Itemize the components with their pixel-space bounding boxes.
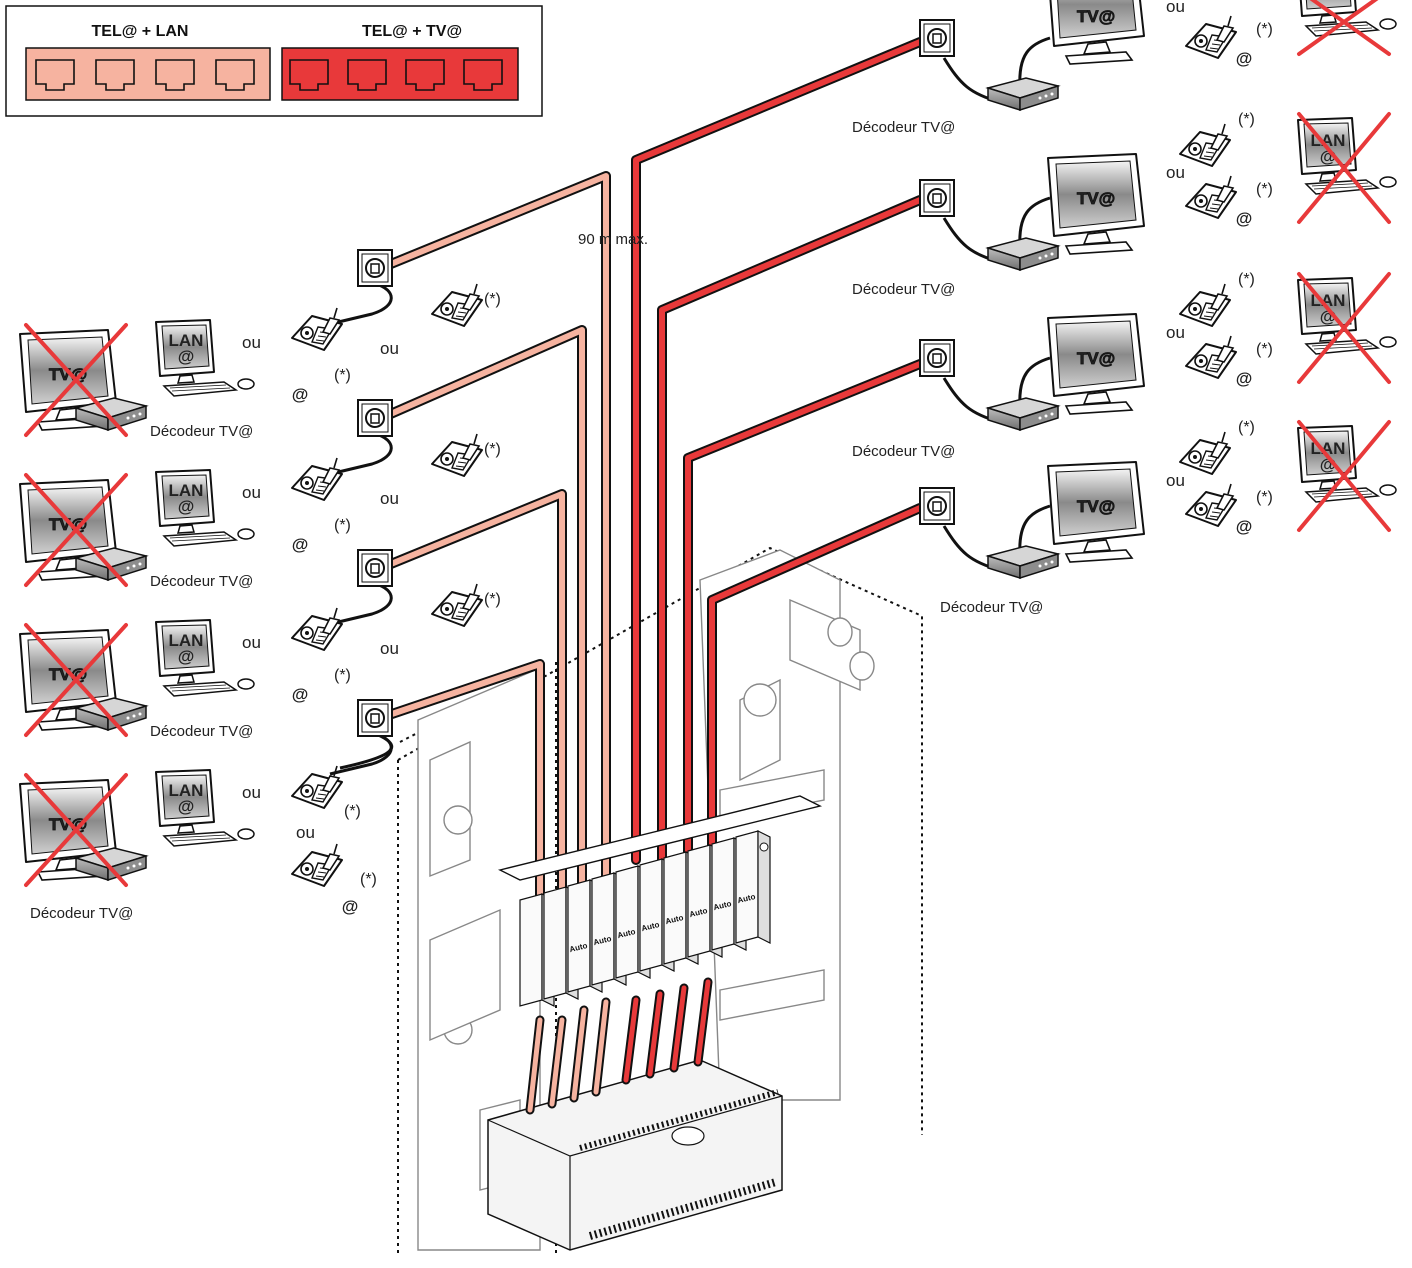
telephone-icon: [292, 608, 342, 650]
wall-socket-icon: [920, 180, 954, 216]
right-rooms: Décodeur TV@TV@ou(*)@Décodeur TV@TV@ou(*…: [852, 0, 1396, 616]
footnote-marker: (*): [1238, 111, 1255, 128]
tv-label: TV@: [1077, 349, 1115, 368]
lan-at-label: @: [178, 347, 195, 366]
left-room-1: TV@Décodeur TV@LAN@ou(*)@ou(*): [20, 250, 501, 440]
at-label: @: [1236, 517, 1253, 536]
legend: TEL@ + LAN TEL@ + TV@: [6, 6, 542, 116]
tv-label: TV@: [1077, 189, 1115, 208]
decoder-label: Décodeur TV@: [150, 723, 253, 740]
telephone-icon: [1180, 124, 1230, 166]
telephone-icon: [1180, 284, 1230, 326]
or-label: ou: [1166, 0, 1185, 16]
legend-lan-swatch: [26, 48, 270, 100]
telephone-icon: [1186, 176, 1236, 218]
legend-tv-title: TEL@ + TV@: [362, 23, 462, 40]
wall-socket-icon: [358, 550, 392, 586]
at-label: @: [292, 385, 309, 404]
wall-socket-icon: [920, 488, 954, 524]
lan-at-label: @: [178, 647, 195, 666]
telephone-icon: [1186, 484, 1236, 526]
footnote-marker: (*): [484, 291, 501, 308]
telephone-icon: [292, 844, 342, 886]
wall-socket-icon: [920, 340, 954, 376]
or-label: ou: [380, 639, 399, 658]
lan-at-label: @: [178, 797, 195, 816]
at-label: @: [1236, 49, 1253, 68]
decoder-box-icon: [988, 78, 1058, 110]
decoder-box-icon: [988, 546, 1058, 578]
left-room-2: TV@Décodeur TV@LAN@ou(*)@ou(*): [20, 400, 501, 590]
telephone-icon: [432, 584, 482, 626]
legend-lan-title: TEL@ + LAN: [92, 23, 189, 40]
footnote-marker: (*): [1256, 341, 1273, 358]
at-label: @: [1236, 369, 1253, 388]
decoder-box-icon: [988, 398, 1058, 430]
footnote-marker: (*): [1238, 271, 1255, 288]
telephone-icon: [292, 766, 342, 808]
or-label: ou: [242, 483, 261, 502]
legend-tv-swatch: [282, 48, 518, 100]
or-label: ou: [242, 633, 261, 652]
wall-socket-icon: [358, 400, 392, 436]
right-room-4: Décodeur TV@TV@ou(*)(*)@LAN@: [920, 419, 1396, 616]
or-label: ou: [380, 489, 399, 508]
footnote-marker: (*): [334, 517, 351, 534]
footnote-marker: (*): [484, 441, 501, 458]
left-room-3: TV@Décodeur TV@LAN@ou(*)@ou(*): [20, 550, 501, 740]
telephone-icon: [1186, 336, 1236, 378]
footnote-marker: (*): [1238, 419, 1255, 436]
decoder-box-icon: [988, 238, 1058, 270]
at-label: @: [1236, 209, 1253, 228]
footnote-marker: (*): [1256, 181, 1273, 198]
decoder-label: Décodeur TV@: [30, 905, 133, 922]
wall-socket-icon: [358, 700, 392, 736]
or-label: ou: [242, 333, 261, 352]
or-label: ou: [242, 783, 261, 802]
decoder-label: Décodeur TV@: [852, 281, 955, 298]
footnote-marker: (*): [1256, 489, 1273, 506]
lan-at-label: @: [178, 497, 195, 516]
wall-socket-icon: [920, 20, 954, 56]
footnote-marker: (*): [360, 871, 377, 888]
right-room-2: Décodeur TV@TV@ou(*)(*)@LAN@: [852, 111, 1396, 298]
or-label: ou: [1166, 163, 1185, 182]
telephone-icon: [1186, 16, 1236, 58]
telephone-icon: [292, 308, 342, 350]
cable-length-label: 90 m max.: [578, 231, 648, 248]
or-label: ou: [1166, 323, 1185, 342]
telephone-icon: [432, 284, 482, 326]
tv-label: TV@: [1077, 497, 1115, 516]
or-label: ou: [296, 823, 315, 842]
right-room-1: Décodeur TV@TV@ou(*)@: [852, 0, 1396, 136]
telephone-icon: [1180, 432, 1230, 474]
decoder-label: Décodeur TV@: [150, 423, 253, 440]
decoder-label: Décodeur TV@: [150, 573, 253, 590]
or-label: ou: [380, 339, 399, 358]
footnote-marker: (*): [344, 803, 361, 820]
wall-socket-icon: [358, 250, 392, 286]
decoder-label: Décodeur TV@: [940, 599, 1043, 616]
decoder-label: Décodeur TV@: [852, 443, 955, 460]
decoder-label: Décodeur TV@: [852, 119, 955, 136]
telephone-icon: [432, 434, 482, 476]
telephone-icon: [292, 458, 342, 500]
footnote-marker: (*): [334, 367, 351, 384]
footnote-marker: (*): [1256, 21, 1273, 38]
at-label: @: [292, 535, 309, 554]
footnote-marker: (*): [484, 591, 501, 608]
at-label: @: [292, 685, 309, 704]
at-label: @: [342, 897, 359, 916]
footnote-marker: (*): [334, 667, 351, 684]
or-label: ou: [1166, 471, 1185, 490]
rj45-module: Auto: [736, 831, 770, 943]
tv-label: TV@: [1077, 7, 1115, 26]
